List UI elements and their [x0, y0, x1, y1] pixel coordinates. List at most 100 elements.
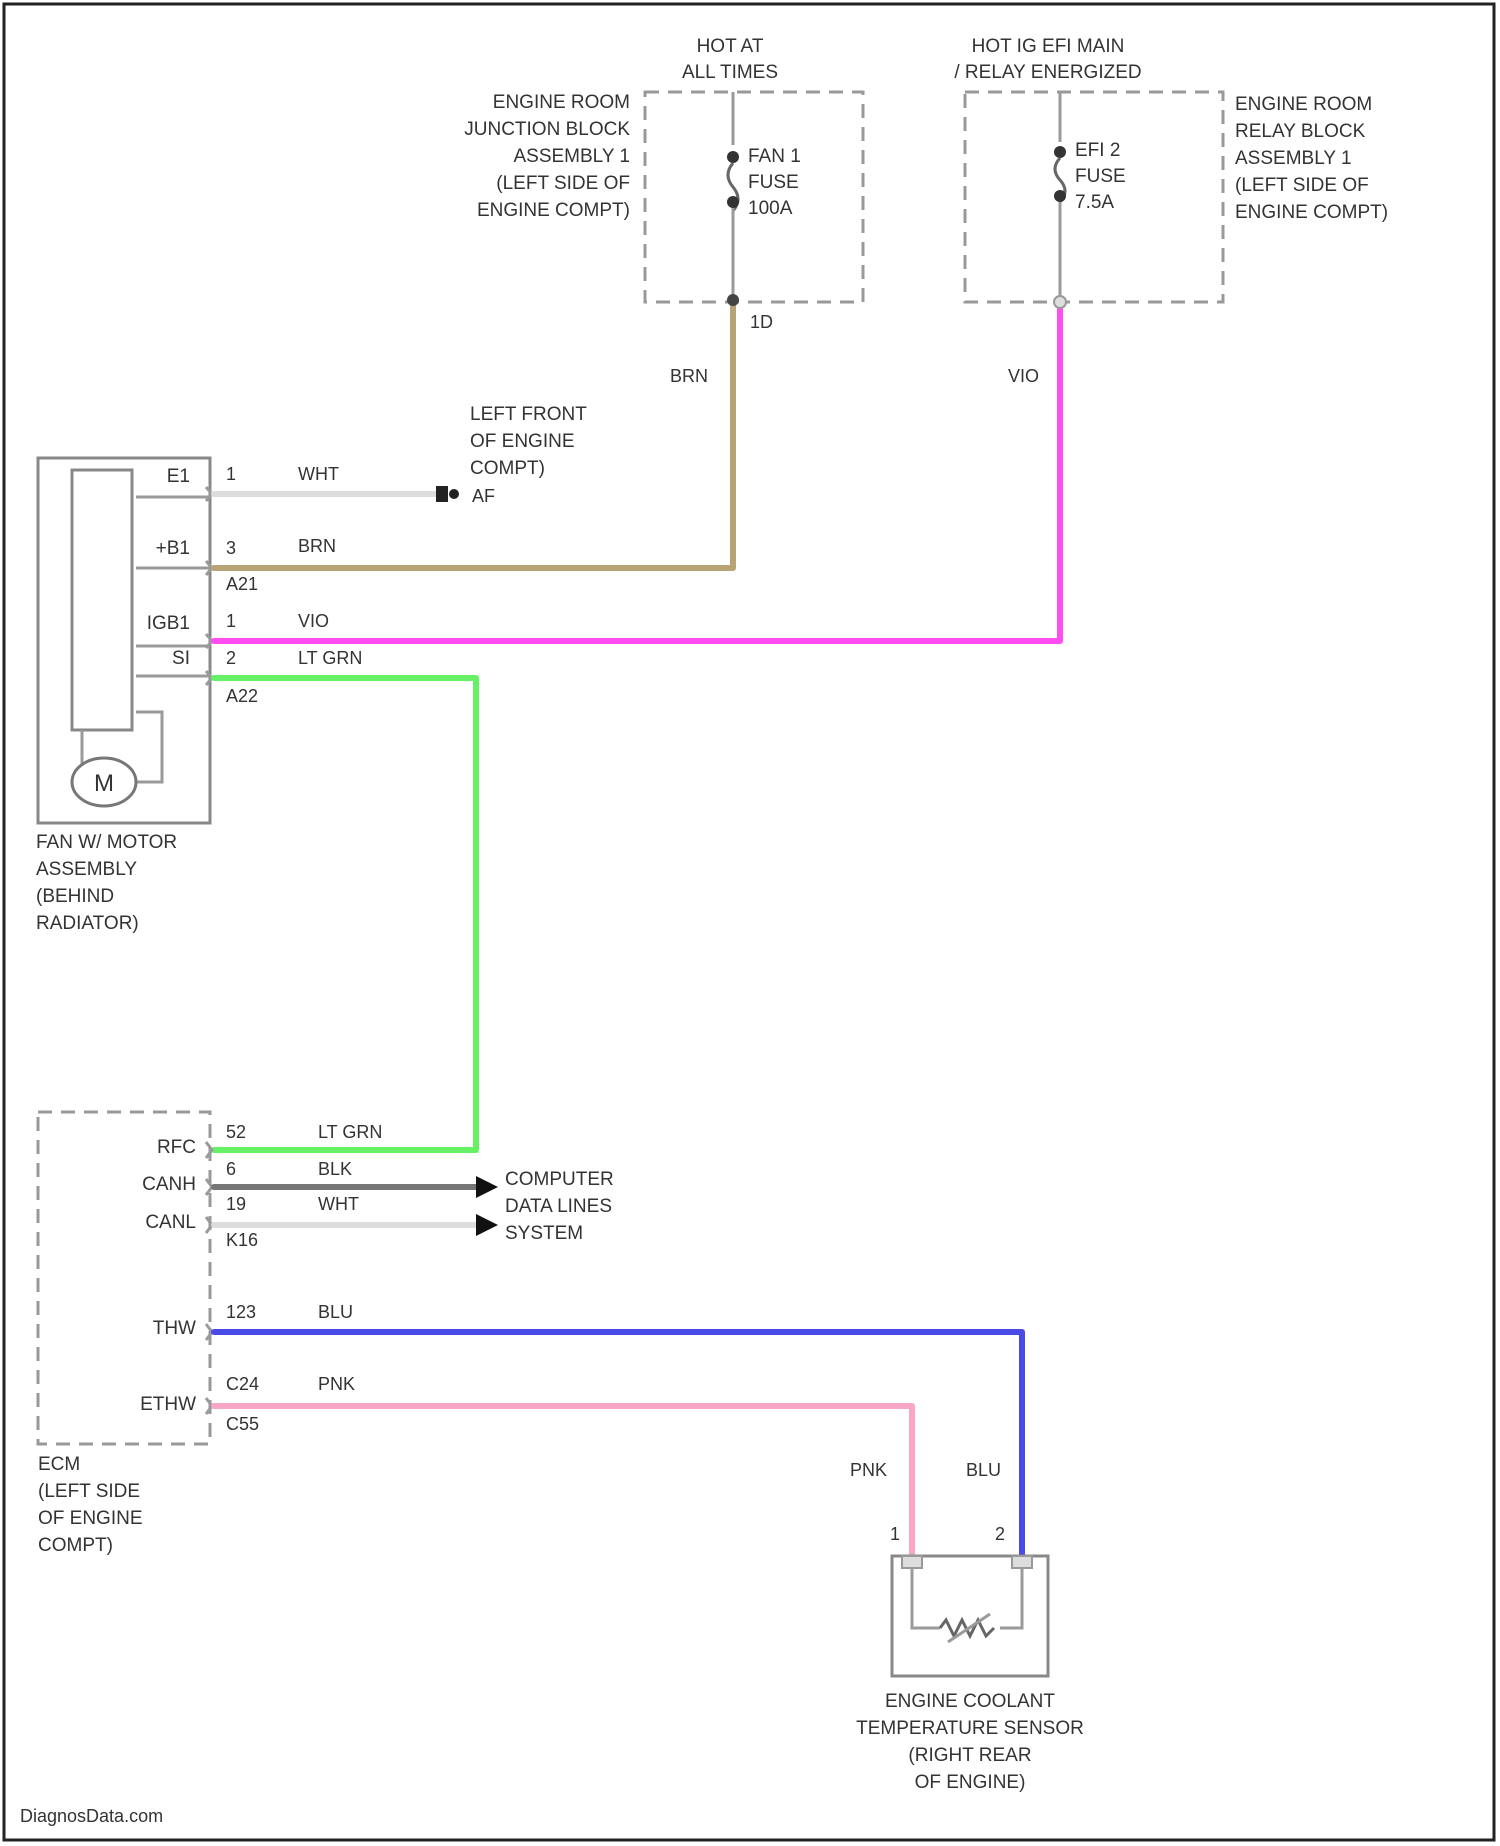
ecm-pin-canh-num: 6	[226, 1159, 236, 1179]
efi2-fuse-terminal-bottom	[1054, 190, 1066, 202]
junction-connector-id: 1D	[750, 312, 773, 332]
hot-at-all-times-line2: ALL TIMES	[682, 62, 778, 83]
ground-id: AF	[472, 486, 495, 506]
thermistor-arrow-icon	[948, 1614, 990, 1642]
ecm-pin-thw-name: THW	[153, 1318, 196, 1339]
ecm-pin-canl-name: CANL	[145, 1212, 196, 1233]
fan-pin-igb1-num: 1	[226, 611, 236, 631]
ecm-pin-ethw-name: ETHW	[140, 1394, 196, 1415]
efi2-fuse-name: EFI 2	[1075, 140, 1120, 161]
ecm-wire-ethw-color: PNK	[318, 1374, 355, 1394]
sensor-label-line4: OF ENGINE)	[915, 1772, 1026, 1793]
ground-icon	[436, 486, 448, 502]
fan-wire-b1-color: BRN	[298, 536, 336, 556]
ecm-wire-rfc-color: LT GRN	[318, 1122, 382, 1142]
relay-block-line4: (LEFT SIDE OF	[1235, 175, 1369, 196]
canl-arrow-icon	[476, 1214, 498, 1236]
motor-symbol: M	[94, 770, 114, 797]
ecm-label-line1: ECM	[38, 1454, 80, 1475]
sensor-label-line3: (RIGHT REAR	[908, 1745, 1031, 1766]
relay-block-line5: ENGINE COMPT)	[1235, 202, 1388, 223]
ecm-wire-thw-color: BLU	[318, 1302, 353, 1322]
ground-label: LEFT FRONT OF ENGINE COMPT)	[470, 404, 587, 479]
junction-output-terminal	[727, 294, 739, 306]
sensor-label-line2: TEMPERATURE SENSOR	[856, 1718, 1084, 1739]
sensor-label-line1: ENGINE COOLANT	[885, 1691, 1055, 1712]
junction-block-line1: ENGINE ROOM	[493, 92, 630, 113]
fan-wire-si-color: LT GRN	[298, 648, 362, 668]
sensor-internal-left	[912, 1568, 940, 1628]
junction-block-line4: (LEFT SIDE OF	[496, 173, 630, 194]
fan1-fuse-terminal-top	[727, 151, 739, 163]
sensor-pin2-terminal	[1012, 1556, 1032, 1568]
data-lines-label: COMPUTER DATA LINES SYSTEM	[505, 1169, 614, 1244]
data-lines-line1: COMPUTER	[505, 1169, 614, 1190]
wire-pnk	[214, 1406, 912, 1562]
junction-block-outline	[645, 92, 863, 302]
sensor-pin2-num: 2	[995, 1524, 1005, 1544]
sensor-outline	[892, 1556, 1048, 1676]
fan-motor-label-line2: ASSEMBLY	[36, 859, 137, 880]
fan-connector-a21: A21	[226, 574, 258, 594]
sensor-label: ENGINE COOLANT TEMPERATURE SENSOR (RIGHT…	[856, 1691, 1084, 1793]
junction-block-line5: ENGINE COMPT)	[477, 200, 630, 221]
hot-ig-efi-line1: HOT IG EFI MAIN	[972, 36, 1125, 57]
hot-ig-efi-label: HOT IG EFI MAIN / RELAY ENERGIZED	[954, 36, 1141, 83]
fan-wire-e1-color: WHT	[298, 464, 339, 484]
fan1-fuse-name: FAN 1	[748, 146, 801, 167]
relay-output-terminal	[1054, 296, 1066, 308]
fan1-fuse-terminal-bottom	[727, 196, 739, 208]
relay-block-line2: RELAY BLOCK	[1235, 121, 1366, 142]
fan-pin-b1-num: 3	[226, 538, 236, 558]
hot-ig-efi-line2: / RELAY ENERGIZED	[954, 62, 1141, 83]
data-lines-line3: SYSTEM	[505, 1223, 583, 1244]
fan-pin-si-name: SI	[172, 648, 190, 669]
diagram-frame	[4, 4, 1494, 1840]
fan-motor-label-line4: RADIATOR)	[36, 913, 139, 934]
junction-block-line2: JUNCTION BLOCK	[464, 119, 630, 140]
ecm-pin-canl-num: 19	[226, 1194, 246, 1214]
efi2-fuse-rating: 7.5A	[1075, 192, 1114, 213]
wire-vio-label: VIO	[1008, 366, 1039, 386]
fan-pin-e1-num: 1	[226, 464, 236, 484]
fan-pin-b1-name: +B1	[156, 538, 190, 559]
fan-connector-a22: A22	[226, 686, 258, 706]
sensor-pin1-terminal	[902, 1556, 922, 1568]
relay-block-line3: ASSEMBLY 1	[1235, 148, 1352, 169]
hot-at-all-times-line1: HOT AT	[697, 36, 764, 57]
relay-block-label: ENGINE ROOM RELAY BLOCK ASSEMBLY 1 (LEFT…	[1235, 94, 1388, 223]
canh-arrow-icon	[476, 1176, 498, 1198]
ecm-wire-canh-color: BLK	[318, 1159, 352, 1179]
fan-wire-igb1-color: VIO	[298, 611, 329, 631]
wire-brn-label: BRN	[670, 366, 708, 386]
wire-lt-grn	[214, 678, 476, 1150]
ground-point-icon	[449, 489, 459, 499]
ecm-pin-ethw-num: C24	[226, 1374, 259, 1394]
ecm-label-line4: COMPT)	[38, 1535, 113, 1556]
wire-blu	[214, 1332, 1022, 1562]
junction-block-line3: ASSEMBLY 1	[513, 146, 630, 167]
ecm-label: ECM (LEFT SIDE OF ENGINE COMPT)	[38, 1454, 143, 1556]
efi2-fuse-terminal-top	[1054, 146, 1066, 158]
wire-blu-label: BLU	[966, 1460, 1001, 1480]
ecm-connector-k16: K16	[226, 1230, 258, 1250]
fan1-fuse-rating: 100A	[748, 198, 793, 219]
fan-motor-label-line1: FAN W/ MOTOR	[36, 832, 177, 853]
sensor-pin1-num: 1	[890, 1524, 900, 1544]
fan-pin-igb1-name: IGB1	[147, 613, 190, 634]
ground-label-line3: COMPT)	[470, 458, 545, 479]
fan-pin-si-num: 2	[226, 648, 236, 668]
fan-pin-e1-name: E1	[167, 466, 190, 487]
ecm-wire-canl-color: WHT	[318, 1194, 359, 1214]
ecm-pin-thw-num: 123	[226, 1302, 256, 1322]
ecm-pin-rfc-name: RFC	[157, 1137, 196, 1158]
fan-motor-controller	[72, 470, 132, 730]
wire-pnk-label: PNK	[850, 1460, 887, 1480]
efi2-fuse-word: FUSE	[1075, 166, 1126, 187]
ground-label-line2: OF ENGINE	[470, 431, 575, 452]
watermark: DiagnosData.com	[20, 1806, 163, 1826]
relay-block-line1: ENGINE ROOM	[1235, 94, 1372, 115]
ecm-label-line3: OF ENGINE	[38, 1508, 143, 1529]
junction-block-label: ENGINE ROOM JUNCTION BLOCK ASSEMBLY 1 (L…	[464, 92, 630, 221]
